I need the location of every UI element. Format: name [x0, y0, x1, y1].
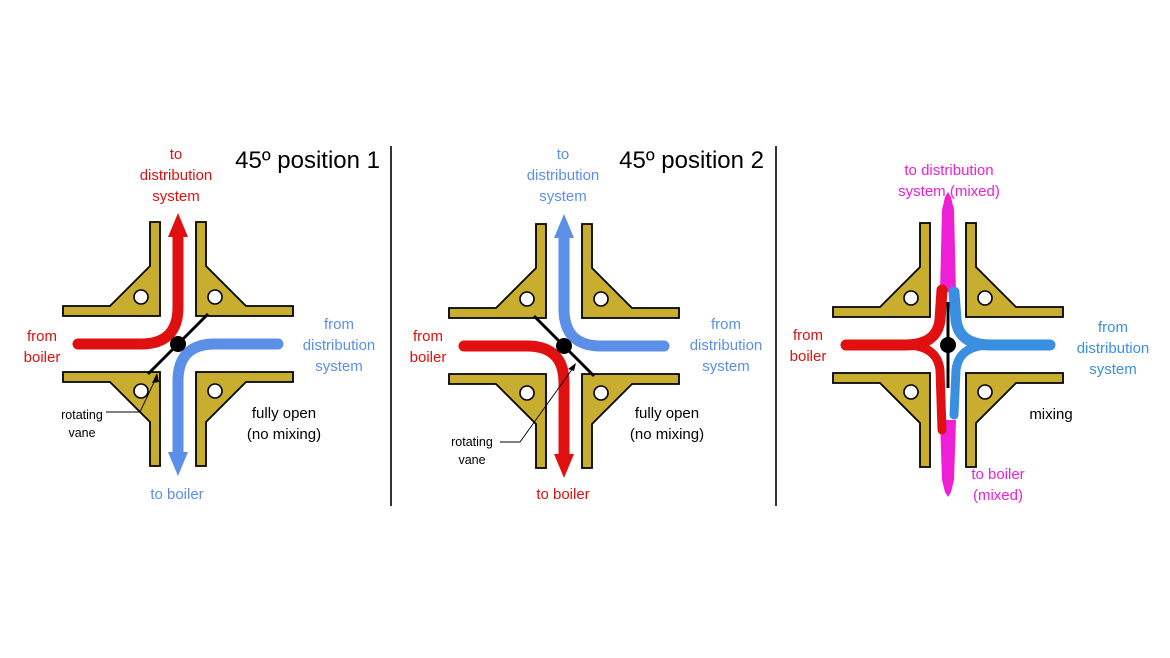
left-label-line1: from	[413, 328, 443, 345]
hot-flow-branch-down	[900, 340, 947, 435]
bottom-label: to boiler	[536, 486, 589, 503]
state-label-line2: (no mixing)	[247, 426, 321, 443]
top-label-line1: to distribution	[904, 162, 993, 179]
panel-1: 45º position 1 to distribution system fr…	[24, 146, 380, 503]
top-label-line3: system	[539, 188, 587, 205]
cold-arrowhead-1	[168, 452, 188, 476]
top-label-line1: to	[557, 146, 570, 163]
right-label-line2: distribution	[1077, 340, 1150, 357]
vane-leader-2	[500, 367, 574, 443]
panel-2-title: 45º position 2	[619, 147, 764, 174]
cold-flow-path-2	[558, 230, 670, 352]
vane-leader-1	[106, 377, 157, 413]
state-label-line1: fully open	[252, 405, 316, 422]
state-label: mixing	[1029, 406, 1072, 423]
vane-label-line1: rotating	[61, 408, 103, 422]
mixed-stream-top	[940, 192, 956, 292]
state-label-line1: fully open	[635, 405, 699, 422]
right-label-line3: system	[702, 358, 750, 375]
top-label-line2: distribution	[527, 167, 600, 184]
right-label-line1: from	[324, 316, 354, 333]
right-label-line2: distribution	[303, 337, 376, 354]
hot-flow-path-2	[458, 340, 570, 462]
cold-flow-branch-down	[949, 340, 996, 420]
top-label-line1: to	[170, 146, 183, 163]
vane-leader-arrow-2	[568, 363, 576, 371]
cold-arrowhead-2	[554, 214, 574, 238]
panel-1-title: 45º position 1	[235, 147, 380, 174]
right-label-line2: distribution	[690, 337, 763, 354]
vane-pivot-1	[170, 336, 186, 352]
vane-label-line2: vane	[68, 426, 95, 440]
left-label-line2: boiler	[24, 349, 61, 366]
left-label-line1: from	[27, 328, 57, 345]
panel-2: 45º position 2 to distribution system fr…	[410, 146, 764, 503]
vane-leader-arrow-1	[152, 373, 159, 383]
panel-3: to distribution system (mixed) from boil…	[790, 162, 1150, 504]
cold-flow-path-1	[172, 338, 284, 460]
hot-flow-path-1	[72, 228, 184, 350]
top-label-line2: system (mixed)	[898, 183, 1000, 200]
hot-arrowhead-1	[168, 213, 188, 237]
left-label-line2: boiler	[410, 349, 447, 366]
hot-arrowhead-2	[554, 454, 574, 478]
right-label-line3: system	[315, 358, 363, 375]
right-label-line1: from	[711, 316, 741, 333]
right-label-line3: system	[1089, 361, 1137, 378]
vane-label-line1: rotating	[451, 435, 493, 449]
top-label-line3: system	[152, 188, 200, 205]
bottom-label-line2: (mixed)	[973, 487, 1023, 504]
vane-pivot-2	[556, 338, 572, 354]
right-label-line1: from	[1098, 319, 1128, 336]
state-label-line2: (no mixing)	[630, 426, 704, 443]
left-label-line2: boiler	[790, 348, 827, 365]
mixed-stream-bottom	[940, 420, 956, 497]
bottom-label-line1: to boiler	[971, 466, 1024, 483]
vane-label-line2: vane	[458, 453, 485, 467]
bottom-label: to boiler	[150, 486, 203, 503]
left-label-line1: from	[793, 327, 823, 344]
top-label-line2: distribution	[140, 167, 213, 184]
vane-pivot-3	[940, 337, 956, 353]
